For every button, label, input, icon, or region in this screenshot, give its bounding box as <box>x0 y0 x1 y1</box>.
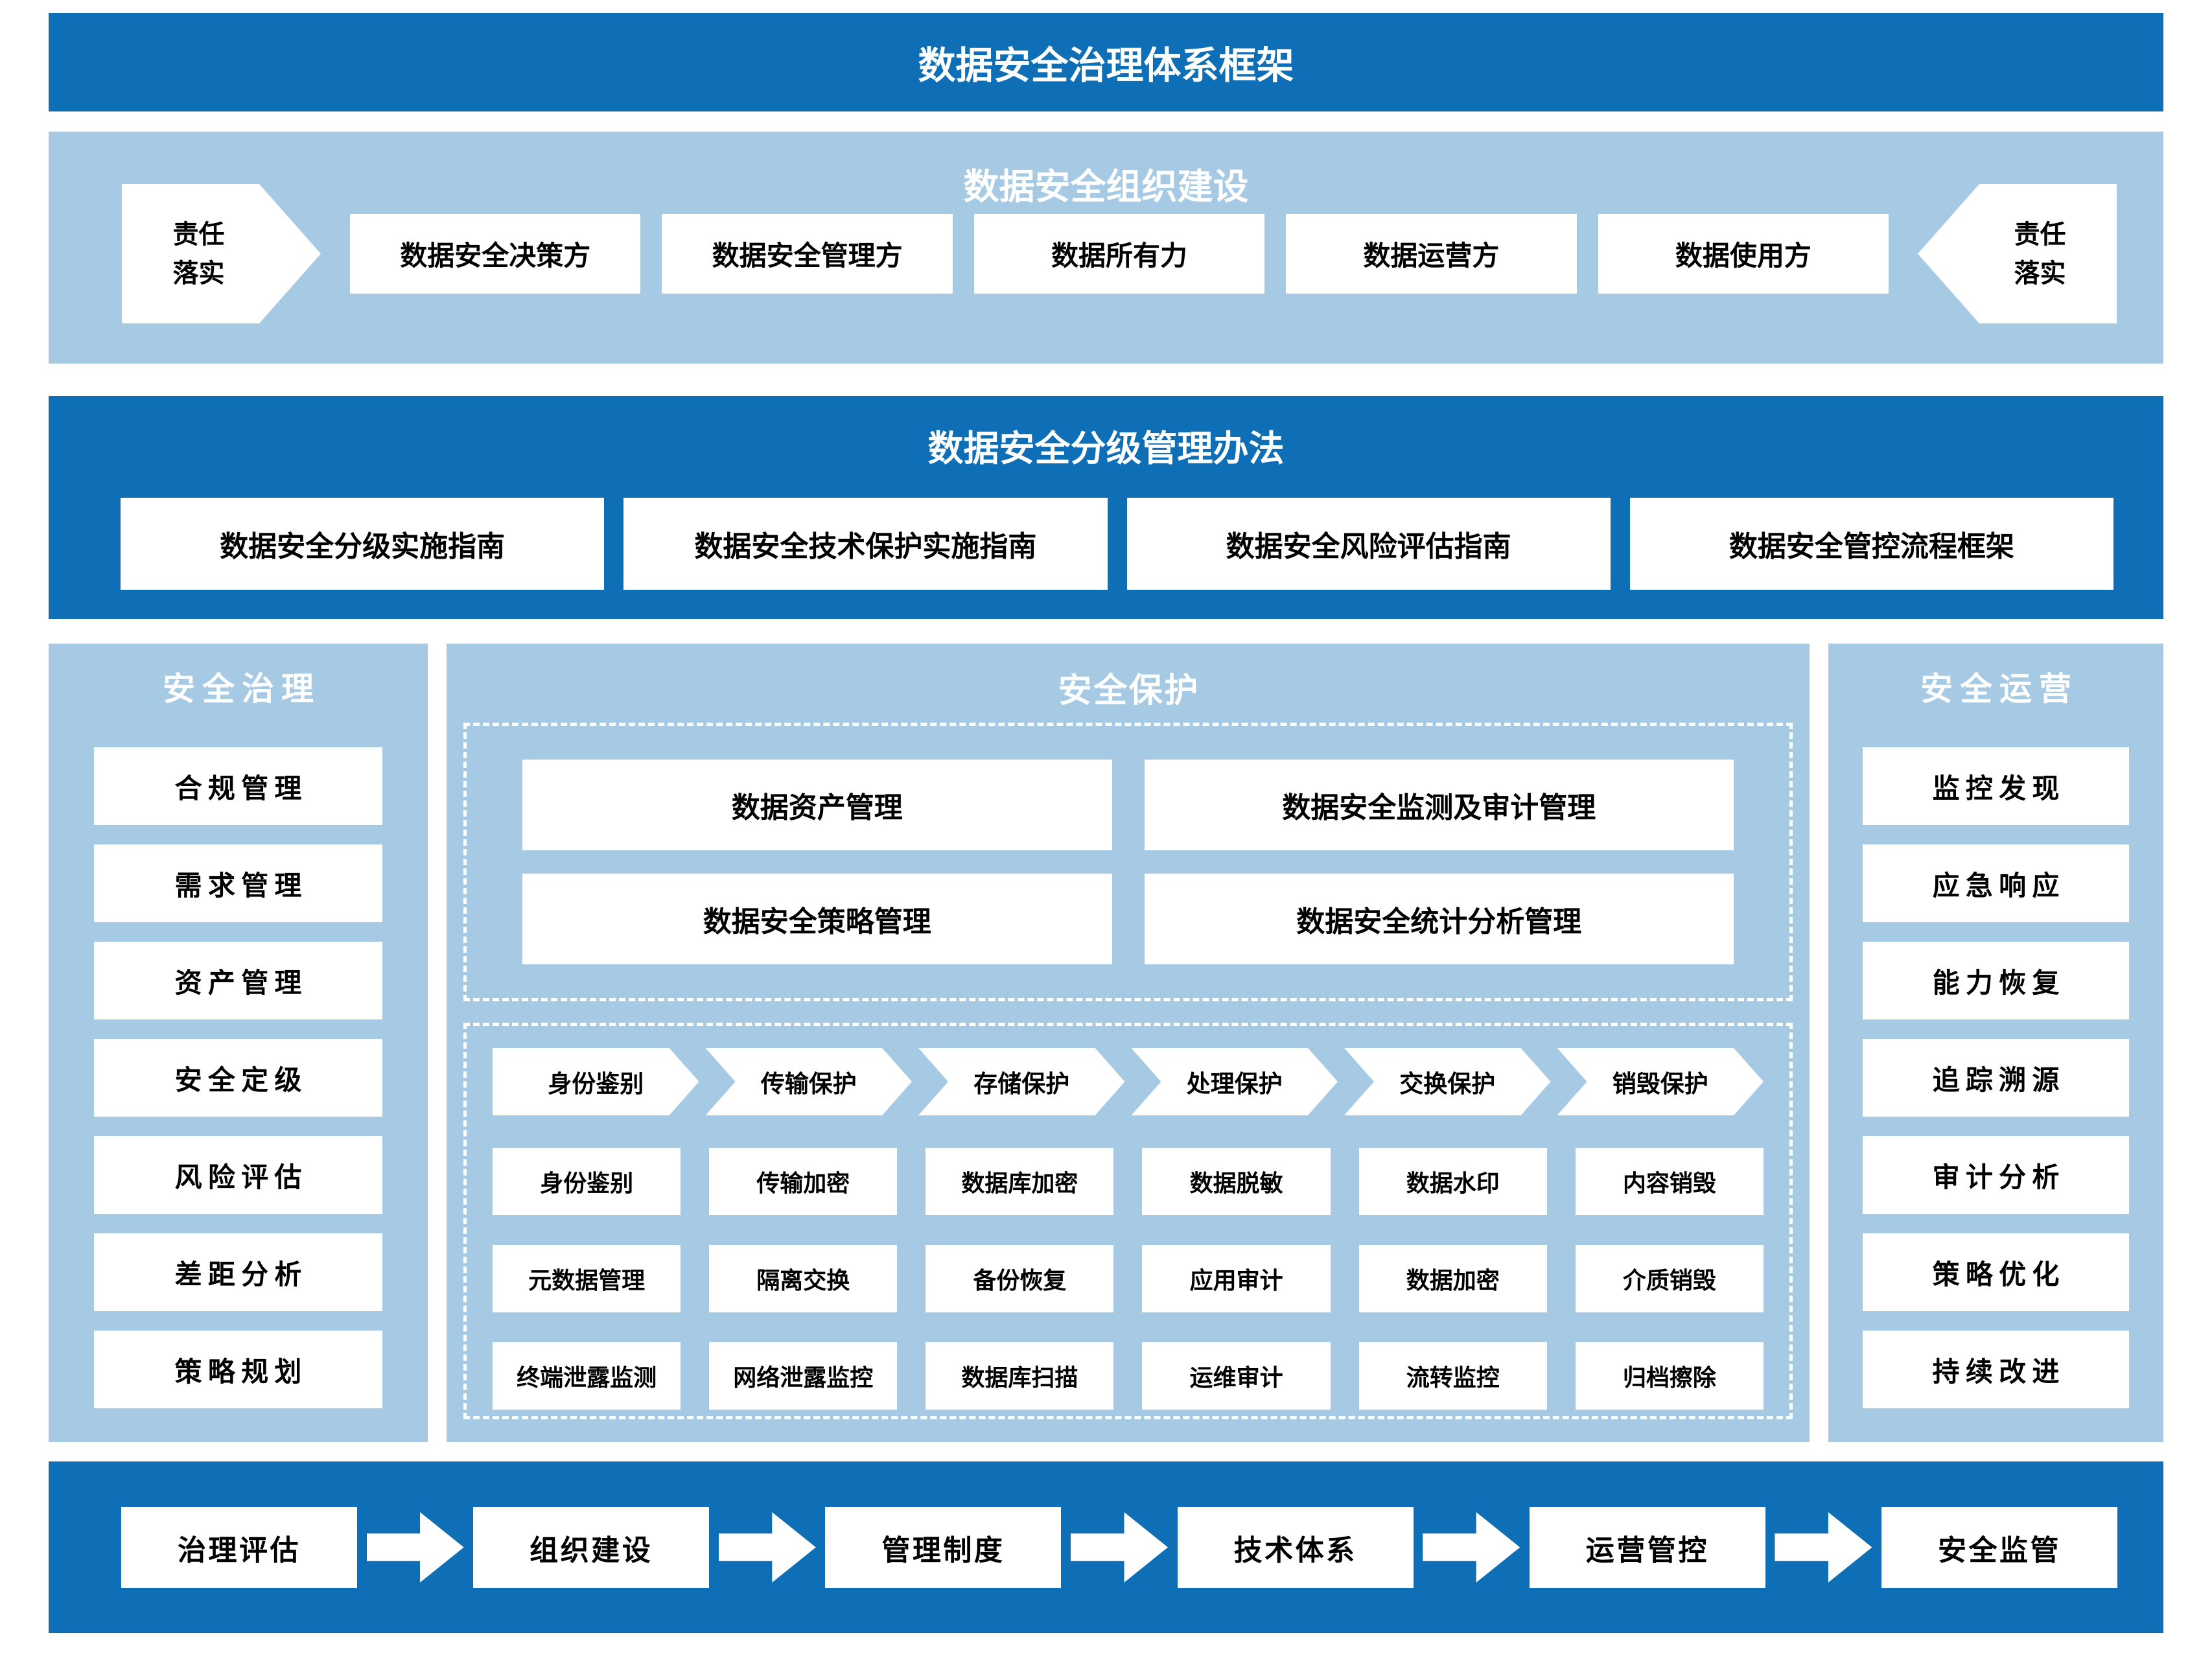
page-title: 数据安全治理体系框架 <box>918 45 1294 87</box>
responsibility-arrow-right-label: 责任落实 <box>2014 220 2066 288</box>
lifecycle-chevron: 存储保护 <box>918 1048 1125 1115</box>
lifecycle-chevron: 销毁保护 <box>1557 1048 1764 1115</box>
flow-step: 组织建设 <box>473 1507 710 1588</box>
operation-item: 追踪溯源 <box>1863 1039 2129 1117</box>
operation-item: 应急响应 <box>1863 844 2129 922</box>
responsibility-arrow-right: 责任落实 <box>1918 184 2117 323</box>
grading-guide-box: 数据安全风险评估指南 <box>1126 498 1611 590</box>
governance-column: 安全治理 合规管理 需求管理 资产管理 安全定级 风险评估 差距分析 策略规划 <box>49 644 428 1442</box>
lifecycle-chevron-row: 身份鉴别 传输保护 存储保护 处理保护 交换保护 销毁保护 <box>493 1048 1764 1115</box>
capability-cell: 流转监控 <box>1358 1342 1547 1410</box>
responsibility-arrow-left-label: 责任落实 <box>172 220 225 288</box>
capability-cell: 终端泄露监测 <box>493 1342 681 1410</box>
lifecycle-chevron: 身份鉴别 <box>493 1048 699 1115</box>
flow-step: 安全监管 <box>1881 1507 2118 1588</box>
grading-section: 数据安全分级管理办法 数据安全分级实施指南 数据安全技术保护实施指南 数据安全风… <box>49 396 2163 619</box>
flow-step: 技术体系 <box>1177 1507 1414 1588</box>
lifecycle-chevron: 交换保护 <box>1344 1048 1551 1115</box>
operation-item: 策略优化 <box>1863 1233 2129 1311</box>
flow-arrow-icon <box>718 1512 816 1583</box>
grading-guide-box: 数据安全技术保护实施指南 <box>623 498 1108 590</box>
flow-step: 治理评估 <box>121 1507 357 1588</box>
org-role-boxes: 数据安全决策方 数据安全管理方 数据所有力 数据运营方 数据使用方 <box>350 214 1889 294</box>
operation-item: 监控发现 <box>1863 747 2129 825</box>
operation-column: 安全运营 监控发现 应急响应 能力恢复 追踪溯源 审计分析 策略优化 持续改进 <box>1828 644 2163 1442</box>
capability-cell: 数据加密 <box>1358 1245 1547 1312</box>
capability-cell: 数据库扫描 <box>926 1342 1114 1410</box>
protection-column: 安全保护 数据资产管理 数据安全监测及审计管理 数据安全策略管理 数据安全统计分… <box>447 644 1810 1442</box>
operation-item: 能力恢复 <box>1863 942 2129 1019</box>
operation-column-title: 安全运营 <box>1920 671 2078 707</box>
capability-cell: 元数据管理 <box>493 1245 681 1312</box>
governance-item: 需求管理 <box>94 844 382 922</box>
grading-guide-box: 数据安全管控流程框架 <box>1629 498 2113 590</box>
process-flow-row: 治理评估 组织建设 管理制度 技术体系 运营管控 安全监管 <box>121 1507 2118 1588</box>
operation-item: 审计分析 <box>1863 1136 2129 1214</box>
main-title-banner: 数据安全治理体系框架 <box>49 13 2163 111</box>
grading-guide-boxes: 数据安全分级实施指南 数据安全技术保护实施指南 数据安全风险评估指南 数据安全管… <box>121 498 2113 590</box>
flow-arrow-icon <box>1423 1512 1520 1583</box>
capability-cell: 介质销毁 <box>1575 1245 1764 1312</box>
org-section: 数据安全组织建设 责任落实 数据安全决策方 数据安全管理方 数据所有力 数据运营… <box>49 132 2163 364</box>
governance-item: 资产管理 <box>94 942 382 1019</box>
governance-item: 差距分析 <box>94 1233 382 1311</box>
lifecycle-chevron: 传输保护 <box>706 1048 913 1115</box>
governance-column-title: 安全治理 <box>163 671 321 707</box>
flow-step: 管理制度 <box>825 1507 1062 1588</box>
protection-technology-panel: 身份鉴别 传输保护 存储保护 处理保护 交换保护 销毁保护 身份鉴别 传输加密 … <box>463 1023 1793 1419</box>
grading-guide-box: 数据安全分级实施指南 <box>121 498 605 590</box>
capability-cell: 数据水印 <box>1358 1148 1547 1215</box>
capability-cell: 传输加密 <box>709 1148 898 1215</box>
capability-cell: 归档擦除 <box>1575 1342 1764 1410</box>
capability-cell: 内容销毁 <box>1575 1148 1764 1215</box>
org-role-box: 数据所有力 <box>973 214 1265 294</box>
capability-cell: 数据库加密 <box>926 1148 1114 1215</box>
protection-column-title: 安全保护 <box>1058 672 1200 710</box>
flow-arrow-icon <box>1071 1512 1168 1583</box>
lifecycle-chevron: 处理保护 <box>1132 1048 1338 1115</box>
process-flow-banner: 治理评估 组织建设 管理制度 技术体系 运营管控 安全监管 <box>49 1461 2163 1633</box>
capability-cell: 数据脱敏 <box>1142 1148 1331 1215</box>
org-role-box: 数据运营方 <box>1286 214 1577 294</box>
operation-item: 持续改进 <box>1863 1331 2129 1408</box>
responsibility-arrow-left: 责任落实 <box>122 184 321 323</box>
capability-grid: 身份鉴别 传输加密 数据库加密 数据脱敏 数据水印 内容销毁 元数据管理 隔离交… <box>493 1148 1764 1410</box>
protection-management-boxes: 数据资产管理 数据安全监测及审计管理 数据安全策略管理 数据安全统计分析管理 <box>522 760 1734 964</box>
governance-item: 安全定级 <box>94 1039 382 1117</box>
capability-cell: 网络泄露监控 <box>709 1342 898 1410</box>
grading-section-title: 数据安全分级管理办法 <box>927 428 1285 469</box>
governance-item: 风险评估 <box>94 1136 382 1214</box>
operation-items: 监控发现 应急响应 能力恢复 追踪溯源 审计分析 策略优化 持续改进 <box>1863 747 2129 1408</box>
middle-columns: 安全治理 合规管理 需求管理 资产管理 安全定级 风险评估 差距分析 策略规划 … <box>49 644 2163 1442</box>
flow-arrow-icon <box>366 1512 464 1583</box>
flow-step: 运营管控 <box>1529 1507 1765 1588</box>
org-role-box: 数据使用方 <box>1598 214 1889 294</box>
capability-cell: 运维审计 <box>1142 1342 1331 1410</box>
capability-cell: 备份恢复 <box>926 1245 1114 1312</box>
capability-cell: 身份鉴别 <box>493 1148 681 1215</box>
org-section-title: 数据安全组织建设 <box>963 167 1249 207</box>
capability-cell: 隔离交换 <box>709 1245 898 1312</box>
org-section-content: 责任落实 数据安全决策方 数据安全管理方 数据所有力 数据运营方 数据使用方 责… <box>122 184 2117 323</box>
flow-arrow-icon <box>1775 1512 1872 1583</box>
governance-item: 合规管理 <box>94 747 382 825</box>
org-role-box: 数据安全管理方 <box>662 214 953 294</box>
management-box: 数据安全策略管理 <box>522 874 1112 964</box>
management-box: 数据资产管理 <box>522 760 1112 850</box>
org-role-box: 数据安全决策方 <box>350 214 641 294</box>
governance-items: 合规管理 需求管理 资产管理 安全定级 风险评估 差距分析 策略规划 <box>94 747 382 1408</box>
protection-management-panel: 数据资产管理 数据安全监测及审计管理 数据安全策略管理 数据安全统计分析管理 <box>463 723 1793 1001</box>
capability-cell: 应用审计 <box>1142 1245 1331 1312</box>
management-box: 数据安全统计分析管理 <box>1144 874 1734 964</box>
management-box: 数据安全监测及审计管理 <box>1144 760 1734 850</box>
governance-item: 策略规划 <box>94 1331 382 1408</box>
